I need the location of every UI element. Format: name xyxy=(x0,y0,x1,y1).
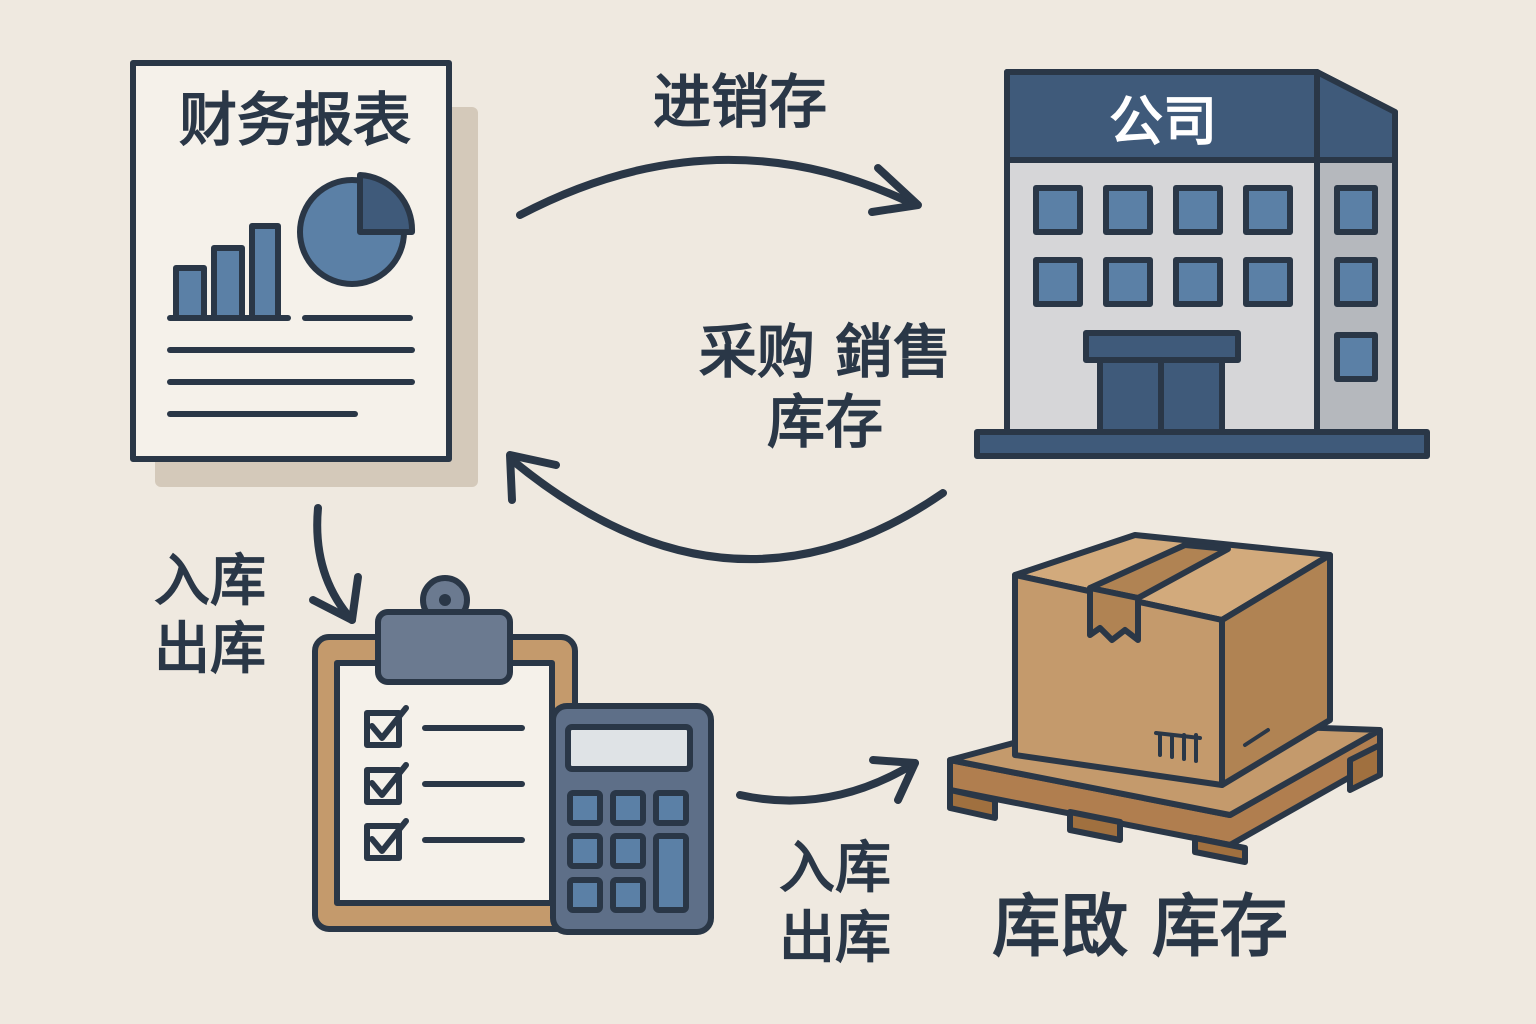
company-sign: 公司 xyxy=(1109,90,1217,153)
company-building: 公司 xyxy=(974,69,1430,459)
flow-middle-line1: 采购 銷售 xyxy=(699,318,951,386)
flow-top-label: 进销存 xyxy=(653,68,827,136)
arrow-report-to-clipboard xyxy=(309,504,362,624)
door-canopy xyxy=(1083,330,1241,363)
building-base xyxy=(974,429,1430,459)
financial-report-document: 财务报表 xyxy=(130,60,478,487)
report-title: 财务报表 xyxy=(179,86,411,154)
arrow-company-to-report xyxy=(506,451,947,564)
flow-middle-line2: 库存 xyxy=(767,388,883,456)
windows xyxy=(1033,185,1378,382)
flow-left-line1: 入库 xyxy=(154,549,266,614)
warehouse-label: 库敃 库存 xyxy=(992,888,1288,967)
flow-left-line2: 出库 xyxy=(154,617,266,682)
bar-chart-icon xyxy=(167,223,291,321)
flow-bottom-line1: 入库 xyxy=(779,836,891,901)
checkbox-icons xyxy=(364,705,409,861)
text-lines xyxy=(167,315,415,417)
checklist-clipboard xyxy=(312,575,578,932)
calculator-icon xyxy=(550,703,714,935)
flow-bottom-line2: 出库 xyxy=(779,906,891,971)
pie-chart-icon xyxy=(297,172,416,287)
arrow-report-to-company xyxy=(516,155,922,219)
cardboard-box xyxy=(1012,532,1333,788)
fragile-mark-icon xyxy=(1154,731,1202,763)
arrow-clipboard-to-warehouse xyxy=(736,756,919,805)
